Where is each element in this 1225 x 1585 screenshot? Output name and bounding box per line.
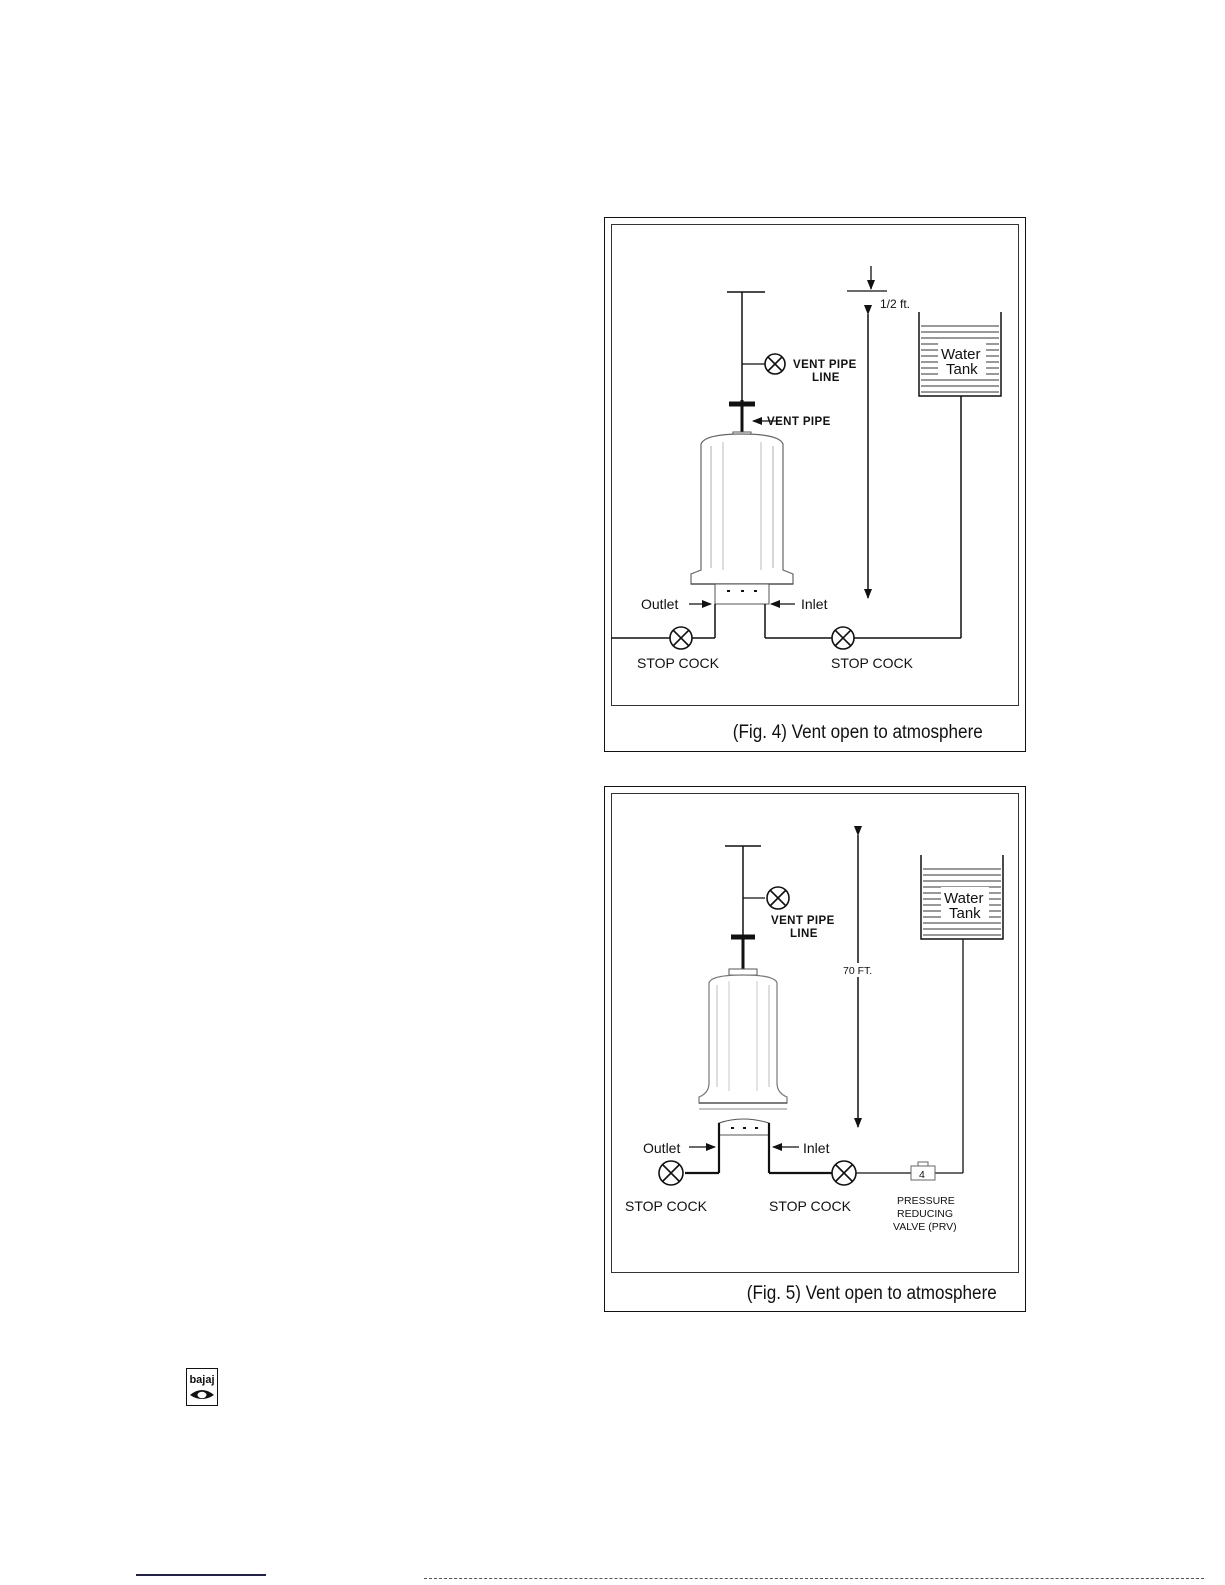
heater-body-icon	[699, 969, 787, 1135]
fig5-stop-cock-left-label: STOP COCK	[625, 1198, 708, 1214]
fig5-prv-label-3: VALVE (PRV)	[893, 1221, 957, 1233]
stop-cock-right-icon	[832, 627, 854, 649]
fig5-inlet-label: Inlet	[803, 1140, 830, 1156]
fig5-outlet-label: Outlet	[643, 1140, 680, 1156]
fig5-vent-pipe-line-label-1: VENT PIPE	[771, 915, 835, 927]
figure-4-caption: (Fig. 4) Vent open to atmosphere	[733, 722, 983, 744]
footer-divider-left	[136, 1574, 266, 1576]
fig5-tank-label: Tank	[949, 905, 981, 922]
heater-body-icon	[691, 432, 793, 604]
fig4-stop-cock-left-label: STOP COCK	[637, 655, 720, 671]
fig4-stop-cock-right-label: STOP COCK	[831, 655, 914, 671]
figure-5-caption: (Fig. 5) Vent open to atmosphere	[747, 1283, 997, 1305]
fig4-outlet-label: Outlet	[641, 596, 678, 612]
fig4-inlet-label: Inlet	[801, 596, 828, 612]
fig4-vent-pipe-line-label-2: LINE	[812, 372, 840, 384]
fig4-tank-label: Tank	[946, 361, 978, 378]
fig5-prv-label-1: PRESSURE	[897, 1195, 955, 1207]
fig5-vent-pipe-line-label-2: LINE	[790, 928, 818, 940]
figure-4: VENT PIPE LINE VENT PIPE Outlet Inlet	[604, 217, 1026, 752]
figure-5: VENT PIPE LINE Outlet Inlet	[604, 786, 1026, 1312]
figure-4-diagram: VENT PIPE LINE VENT PIPE Outlet Inlet	[605, 218, 1025, 751]
fig5-height-label: 70 FT.	[843, 965, 872, 977]
fig4-vent-pipe-label: VENT PIPE	[767, 416, 831, 428]
stop-cock-right-icon	[832, 1161, 856, 1185]
stop-cock-left-icon	[670, 627, 692, 649]
bajaj-logo: bajaj	[186, 1368, 218, 1406]
fig5-prv-label-2: REDUCING	[897, 1208, 953, 1220]
vent-pipe-line-valve-icon	[765, 354, 785, 374]
fig4-half-ft-label: 1/2 ft.	[880, 297, 910, 311]
fig5-prv-number: 4	[919, 1169, 925, 1181]
footer-divider-right	[424, 1578, 1204, 1579]
figure-5-diagram: VENT PIPE LINE Outlet Inlet	[605, 787, 1025, 1311]
fig4-vent-pipe-line-label-1: VENT PIPE	[793, 359, 857, 371]
eye-logo-icon: bajaj	[187, 1369, 217, 1405]
vent-pipe-line-valve-icon	[767, 887, 789, 909]
fig5-stop-cock-right-label: STOP COCK	[769, 1198, 852, 1214]
stop-cock-left-icon	[659, 1161, 683, 1185]
logo-text: bajaj	[189, 1374, 214, 1386]
